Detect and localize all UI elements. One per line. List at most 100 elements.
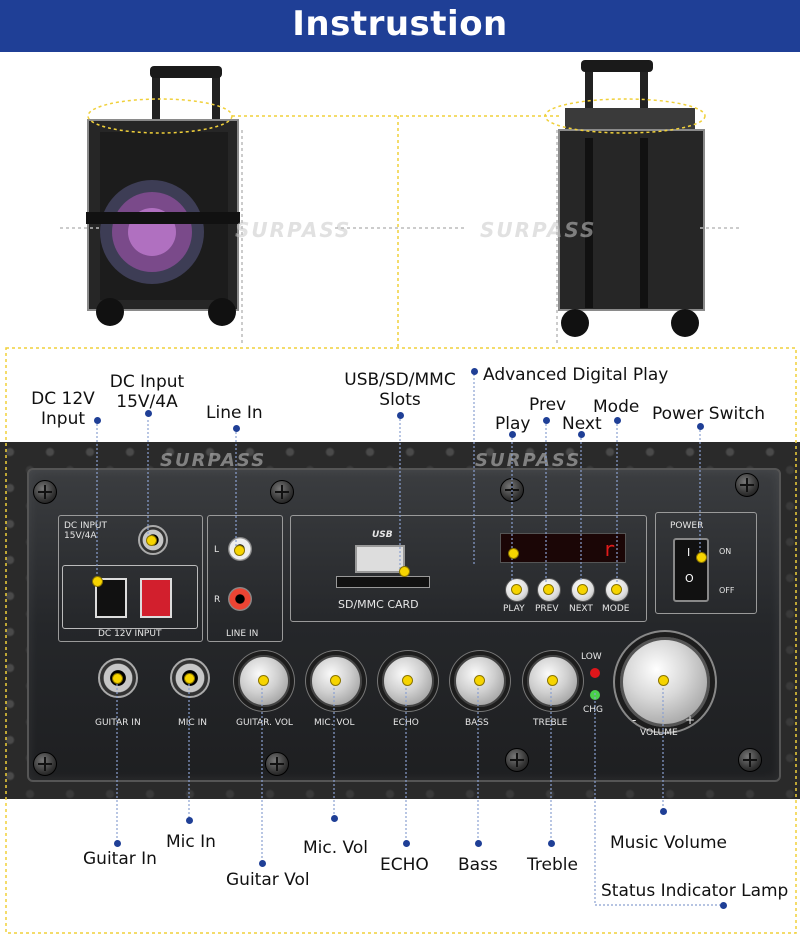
screw-icon	[33, 752, 57, 776]
callout-guitar-vol: Guitar Vol	[226, 870, 310, 890]
screw-icon	[270, 480, 294, 504]
callout-prev: Prev	[529, 395, 567, 415]
title-banner: Instrustion	[0, 0, 800, 52]
callout-play: Play	[495, 414, 531, 434]
page-title: Instrustion	[292, 4, 508, 44]
line-in-frame	[207, 515, 283, 642]
watermark-4: SURPASS	[475, 450, 582, 471]
pin-advanced	[471, 368, 478, 375]
pin-usb	[397, 412, 404, 419]
treble-plate-label: TREBLE	[533, 718, 568, 728]
power-on-label: ON	[719, 547, 732, 556]
pin-dc12v	[94, 417, 101, 424]
pin-line-in	[233, 425, 240, 432]
callout-dc12v-input: DC 12V Input	[31, 389, 95, 429]
dc-section-frame	[58, 515, 203, 642]
marker-mic-in	[184, 673, 195, 684]
callout-dc-input: DC Input 15V/4A	[109, 372, 185, 412]
power-plate-label: POWER	[670, 521, 704, 531]
lcd-display: r	[500, 533, 626, 563]
pin-treble	[548, 840, 555, 847]
rca-right-jack[interactable]	[228, 587, 252, 611]
pin-guitar-vol	[259, 860, 266, 867]
rca-l-label: L	[214, 545, 220, 555]
marker-treble	[547, 675, 558, 686]
screw-icon	[738, 748, 762, 772]
marker-next	[577, 584, 588, 595]
speaker-front-photo	[82, 62, 252, 342]
dc12v-terminal-red[interactable]	[140, 578, 172, 618]
screw-icon	[33, 480, 57, 504]
chg-plate-label: CHG	[583, 705, 604, 715]
play-plate-label: PLAY	[503, 604, 525, 614]
callout-mode: Mode	[593, 397, 640, 417]
usb-slot[interactable]	[355, 545, 405, 573]
marker-prev	[543, 584, 554, 595]
marker-usb	[399, 566, 410, 577]
callout-mic-vol: Mic. Vol	[303, 838, 368, 858]
mic-in-plate-label: MIC IN	[178, 718, 207, 728]
low-led	[590, 668, 600, 678]
marker-volume	[658, 675, 669, 686]
marker-play	[511, 584, 522, 595]
volume-minus-label: -	[632, 713, 637, 727]
marker-play-digital	[508, 548, 519, 559]
callout-advanced-digital-play: Advanced Digital Play	[483, 365, 669, 385]
marker-guitar-vol	[258, 675, 269, 686]
watermark-1: SURPASS	[235, 218, 352, 242]
power-switch[interactable]	[673, 538, 709, 602]
callout-usb-sd-mmc: USB/SD/MMC Slots	[344, 370, 456, 410]
pin-guitar-in	[114, 840, 121, 847]
pin-play	[509, 431, 516, 438]
volume-plate-label: VOLUME	[640, 728, 678, 738]
pin-dc-input	[145, 410, 152, 417]
marker-line-in	[234, 545, 245, 556]
line-in-plate-label: LINE IN	[226, 629, 259, 639]
bass-plate-label: BASS	[465, 718, 489, 728]
marker-dc12v	[92, 576, 103, 587]
callout-next: Next	[562, 414, 602, 434]
dc12v-terminal-frame	[62, 565, 198, 629]
marker-bass	[474, 675, 485, 686]
rca-r-label: R	[214, 595, 221, 605]
pin-mic-in	[186, 817, 193, 824]
callout-mic-in: Mic In	[166, 832, 216, 852]
echo-plate-label: ECHO	[393, 718, 419, 728]
dc-input-plate-label: DC INPUT 15V/4A	[64, 521, 107, 541]
marker-mic-vol	[330, 675, 341, 686]
dc12v-plate-label: DC 12V INPUT	[98, 629, 162, 639]
callout-line-in: Line In	[206, 403, 263, 423]
pin-volume	[660, 808, 667, 815]
marker-mode	[611, 584, 622, 595]
screw-icon	[265, 752, 289, 776]
callout-guitar-in: Guitar In	[83, 849, 157, 869]
media-section-frame	[290, 515, 647, 622]
marker-power	[696, 552, 707, 563]
mic-vol-plate-label: MIC. VOL	[314, 718, 355, 728]
marker-echo	[402, 675, 413, 686]
watermark-3: SURPASS	[160, 450, 267, 471]
power-off-label: OFF	[719, 586, 735, 595]
marker-guitar-in	[112, 673, 123, 684]
pin-bass	[475, 840, 482, 847]
prev-plate-label: PREV	[535, 604, 559, 614]
pin-prev	[543, 417, 550, 424]
guitar-vol-plate-label: GUITAR. VOL	[236, 718, 293, 728]
sd-mmc-slot[interactable]	[336, 576, 430, 588]
low-plate-label: LOW	[581, 652, 602, 662]
pin-next	[578, 431, 585, 438]
pin-mode	[614, 417, 621, 424]
callout-bass: Bass	[458, 855, 498, 875]
volume-plus-label: +	[685, 713, 696, 727]
guitar-in-plate-label: GUITAR IN	[95, 718, 141, 728]
play-button[interactable]	[505, 578, 529, 602]
power-frame	[655, 512, 757, 614]
next-plate-label: NEXT	[569, 604, 593, 614]
callout-treble: Treble	[527, 855, 578, 875]
pin-status	[720, 902, 727, 909]
screw-icon	[505, 748, 529, 772]
callout-power-switch: Power Switch	[652, 404, 766, 424]
pin-power	[697, 423, 704, 430]
marker-dc-input	[146, 535, 157, 546]
